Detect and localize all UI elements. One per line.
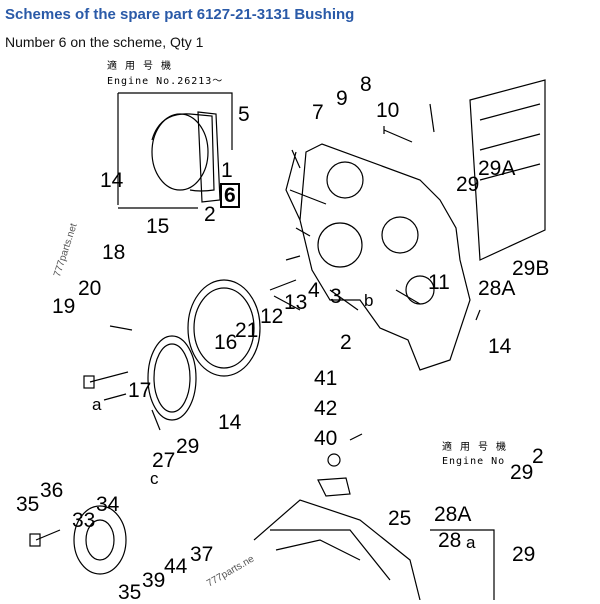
bolt-18 bbox=[89, 371, 129, 383]
part-label-41[interactable]: 41 bbox=[314, 367, 338, 390]
part-label-a[interactable]: a bbox=[92, 395, 102, 414]
applicable-serial-label-2: 適 用 号 機 bbox=[442, 442, 508, 453]
part-label-29e[interactable]: 29 bbox=[510, 461, 534, 484]
part-label-42[interactable]: 42 bbox=[314, 397, 338, 420]
part-label-c[interactable]: c bbox=[150, 469, 159, 488]
part-label-29d[interactable]: 29 bbox=[512, 543, 536, 566]
part-label-3[interactable]: 3 bbox=[330, 285, 342, 308]
part-label-2[interactable]: 2 bbox=[204, 203, 216, 226]
part-label-29[interactable]: 29 bbox=[456, 173, 480, 196]
engine-serial-note-2: Engine No bbox=[442, 456, 506, 467]
gasket-2 bbox=[197, 111, 221, 203]
part-label-27[interactable]: 27 bbox=[152, 449, 176, 472]
gear-16 bbox=[193, 287, 255, 369]
part-label-28a[interactable]: 28A bbox=[478, 277, 516, 300]
part-label-14b[interactable]: 14 bbox=[488, 335, 512, 358]
engine-block-top bbox=[469, 79, 546, 261]
part-label-40[interactable]: 40 bbox=[314, 427, 338, 450]
part-label-14[interactable]: 14 bbox=[100, 169, 124, 192]
part-label-19[interactable]: 19 bbox=[52, 295, 76, 318]
applicable-serial-label-1: 適 用 号 機 bbox=[107, 61, 173, 72]
part-label-2c[interactable]: 2 bbox=[532, 445, 544, 468]
part-label-9[interactable]: 9 bbox=[336, 87, 348, 110]
part-label-8[interactable]: 8 bbox=[360, 73, 372, 96]
serial-bracket-2 bbox=[430, 529, 495, 600]
pump-34 bbox=[73, 505, 127, 575]
part-label-6-highlighted[interactable]: 6 bbox=[220, 183, 240, 208]
part-label-21[interactable]: 21 bbox=[235, 319, 259, 342]
lower-cover bbox=[253, 499, 421, 600]
bracket-40 bbox=[317, 477, 351, 497]
part-label-2b[interactable]: 2 bbox=[340, 331, 352, 354]
engine-serial-note-1: Engine No.26213〜 bbox=[107, 76, 224, 87]
part-label-b[interactable]: b bbox=[364, 291, 374, 310]
part-label-20[interactable]: 20 bbox=[78, 277, 102, 300]
part-label-39[interactable]: 39 bbox=[142, 569, 166, 592]
part-label-34[interactable]: 34 bbox=[96, 493, 120, 516]
part-label-11[interactable]: 11 bbox=[428, 271, 450, 294]
front-cover-plate bbox=[299, 143, 471, 371]
part-label-35b[interactable]: 35 bbox=[118, 581, 142, 604]
part-label-29b[interactable]: 29B bbox=[512, 257, 550, 280]
part-label-10[interactable]: 10 bbox=[376, 99, 400, 122]
part-label-a2[interactable]: a bbox=[466, 533, 476, 552]
part-label-4[interactable]: 4 bbox=[308, 279, 320, 302]
part-label-17[interactable]: 17 bbox=[128, 379, 152, 402]
part-label-44[interactable]: 44 bbox=[164, 555, 188, 578]
part-label-28[interactable]: 28 bbox=[438, 529, 462, 552]
serial-bracket-1 bbox=[118, 92, 233, 100]
part-label-35[interactable]: 35 bbox=[16, 493, 40, 516]
part-label-25[interactable]: 25 bbox=[388, 507, 412, 530]
hole-1 bbox=[326, 161, 364, 199]
hole-2 bbox=[317, 222, 363, 268]
ring-17 bbox=[147, 335, 197, 421]
part-label-16[interactable]: 16 bbox=[214, 331, 238, 354]
hole-3 bbox=[381, 216, 419, 254]
part-label-37[interactable]: 37 bbox=[190, 543, 214, 566]
part-label-7[interactable]: 7 bbox=[312, 101, 324, 124]
part-label-33[interactable]: 33 bbox=[72, 509, 96, 532]
part-label-36[interactable]: 36 bbox=[40, 479, 64, 502]
part-label-13[interactable]: 13 bbox=[284, 291, 308, 314]
page-subtitle: Number 6 on the scheme, Qty 1 bbox=[5, 34, 204, 50]
part-label-12[interactable]: 12 bbox=[260, 305, 284, 328]
page-title: Schemes of the spare part 6127-21-3131 B… bbox=[5, 6, 355, 23]
part-label-5[interactable]: 5 bbox=[238, 103, 250, 126]
part-label-14c[interactable]: 14 bbox=[218, 411, 242, 434]
bolt-a bbox=[269, 279, 297, 291]
part-label-28a-lower[interactable]: 28A bbox=[434, 503, 472, 526]
part-label-18[interactable]: 18 bbox=[102, 241, 126, 264]
part-label-29a[interactable]: 29A bbox=[478, 157, 516, 180]
diagram-drawing bbox=[29, 79, 546, 600]
part-label-15[interactable]: 15 bbox=[146, 215, 170, 238]
parts-diagram: 適 用 号 機 Engine No.26213〜 適 用 号 機 Engine … bbox=[0, 60, 600, 604]
bolt-10 bbox=[383, 129, 413, 143]
part-label-29c[interactable]: 29 bbox=[176, 435, 200, 458]
part-label-1[interactable]: 1 bbox=[221, 159, 233, 182]
